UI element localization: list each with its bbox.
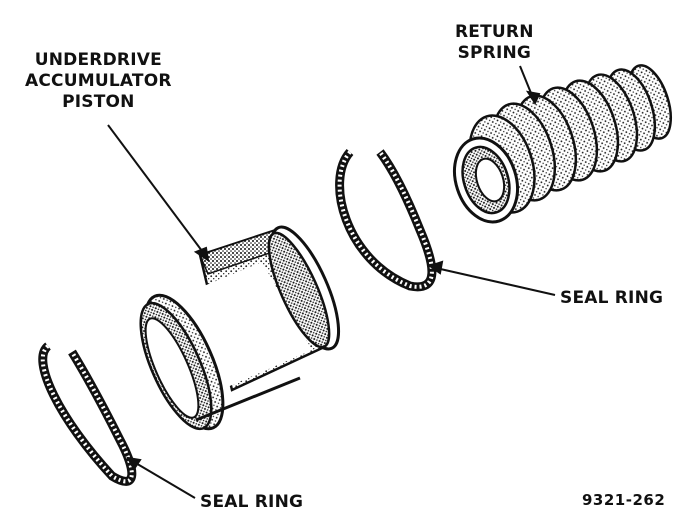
label-underdrive-line3: PISTON xyxy=(62,92,135,112)
label-return-spring: RETURN SPRING xyxy=(455,22,534,64)
label-seal-ring-lower: SEAL RING xyxy=(200,492,304,512)
seal-ring-lower xyxy=(38,342,137,486)
label-return-line1: RETURN xyxy=(455,22,534,42)
accumulator-piston xyxy=(139,225,341,431)
label-seal-ring-upper: SEAL RING xyxy=(560,288,664,308)
leader-piston xyxy=(107,124,206,256)
leader-lines xyxy=(107,65,556,499)
arrowhead-spring xyxy=(525,90,541,106)
leader-seal-upper xyxy=(435,267,556,296)
arrowhead-piston xyxy=(193,246,210,263)
label-return-line2: SPRING xyxy=(457,43,532,63)
arrowhead-seal-lower xyxy=(126,456,142,471)
label-underdrive-line2: ACCUMULATOR xyxy=(25,71,172,91)
label-underdrive-accumulator-piston: UNDERDRIVE ACCUMULATOR PISTON xyxy=(25,50,172,113)
leader-seal-lower xyxy=(133,461,196,499)
figure-number: 9321-262 xyxy=(582,491,666,509)
seal-ring-upper xyxy=(335,149,437,292)
label-underdrive-line1: UNDERDRIVE xyxy=(34,50,162,70)
arrowhead-seal-upper xyxy=(427,260,444,275)
return-spring xyxy=(453,64,673,224)
